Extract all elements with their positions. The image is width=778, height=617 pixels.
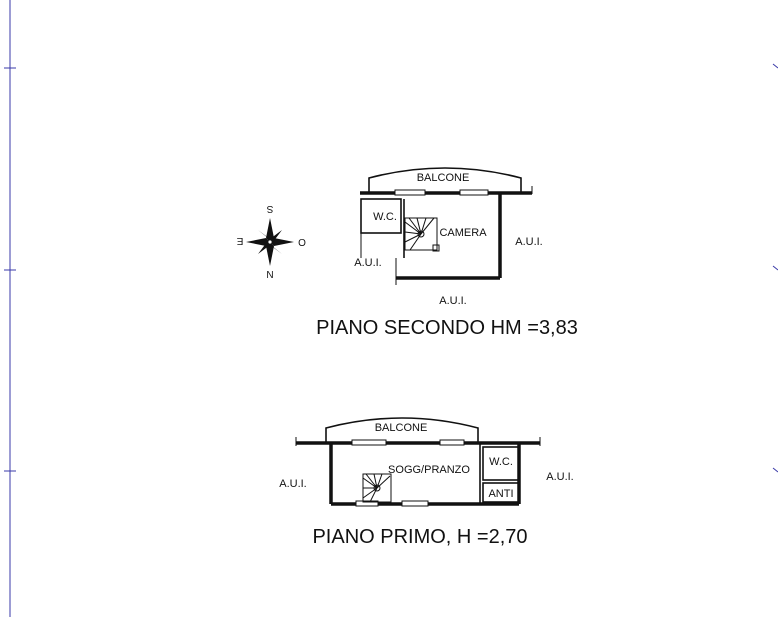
- lower-spiral-stair-icon: [362, 473, 392, 503]
- compass-south-label: S: [266, 203, 273, 214]
- lower-balcony-outline: [325, 417, 479, 442]
- upper-bedroom-label: CAMERA: [439, 227, 487, 239]
- upper-neighbor-bottom-label: A.U.I.: [439, 295, 467, 307]
- compass-rose-icon: [246, 218, 294, 266]
- lower-wc-label: W.C.: [489, 456, 513, 468]
- lower-neighbor-right-label: A.U.I.: [546, 471, 574, 483]
- upper-floor-plan: [360, 167, 533, 285]
- lower-floor-title: PIANO PRIMO, H =2,70: [312, 526, 527, 548]
- lower-floor-plan: [295, 417, 541, 507]
- upper-balcony-outline: [368, 167, 522, 192]
- sheet-frame: [4, 0, 778, 617]
- upper-balcony-label: BALCONE: [417, 172, 470, 184]
- lower-anteroom-label: ANTI: [488, 488, 513, 500]
- upper-neighbor-right-label: A.U.I.: [515, 236, 543, 248]
- compass-north-label: N: [266, 270, 273, 281]
- upper-spiral-stair-icon: [404, 217, 440, 252]
- upper-neighbor-left-label: A.U.I.: [354, 257, 382, 269]
- lower-living-dining-label: SOGG/PRANZO: [388, 464, 470, 476]
- lower-balcony-label: BALCONE: [375, 422, 428, 434]
- lower-neighbor-left-label: A.U.I.: [279, 478, 307, 490]
- upper-floor-title: PIANO SECONDO HM =3,83: [316, 317, 578, 339]
- compass-west-label: O: [298, 238, 306, 249]
- upper-wc-label: W.C.: [373, 211, 397, 223]
- compass-east-label: E: [236, 235, 243, 246]
